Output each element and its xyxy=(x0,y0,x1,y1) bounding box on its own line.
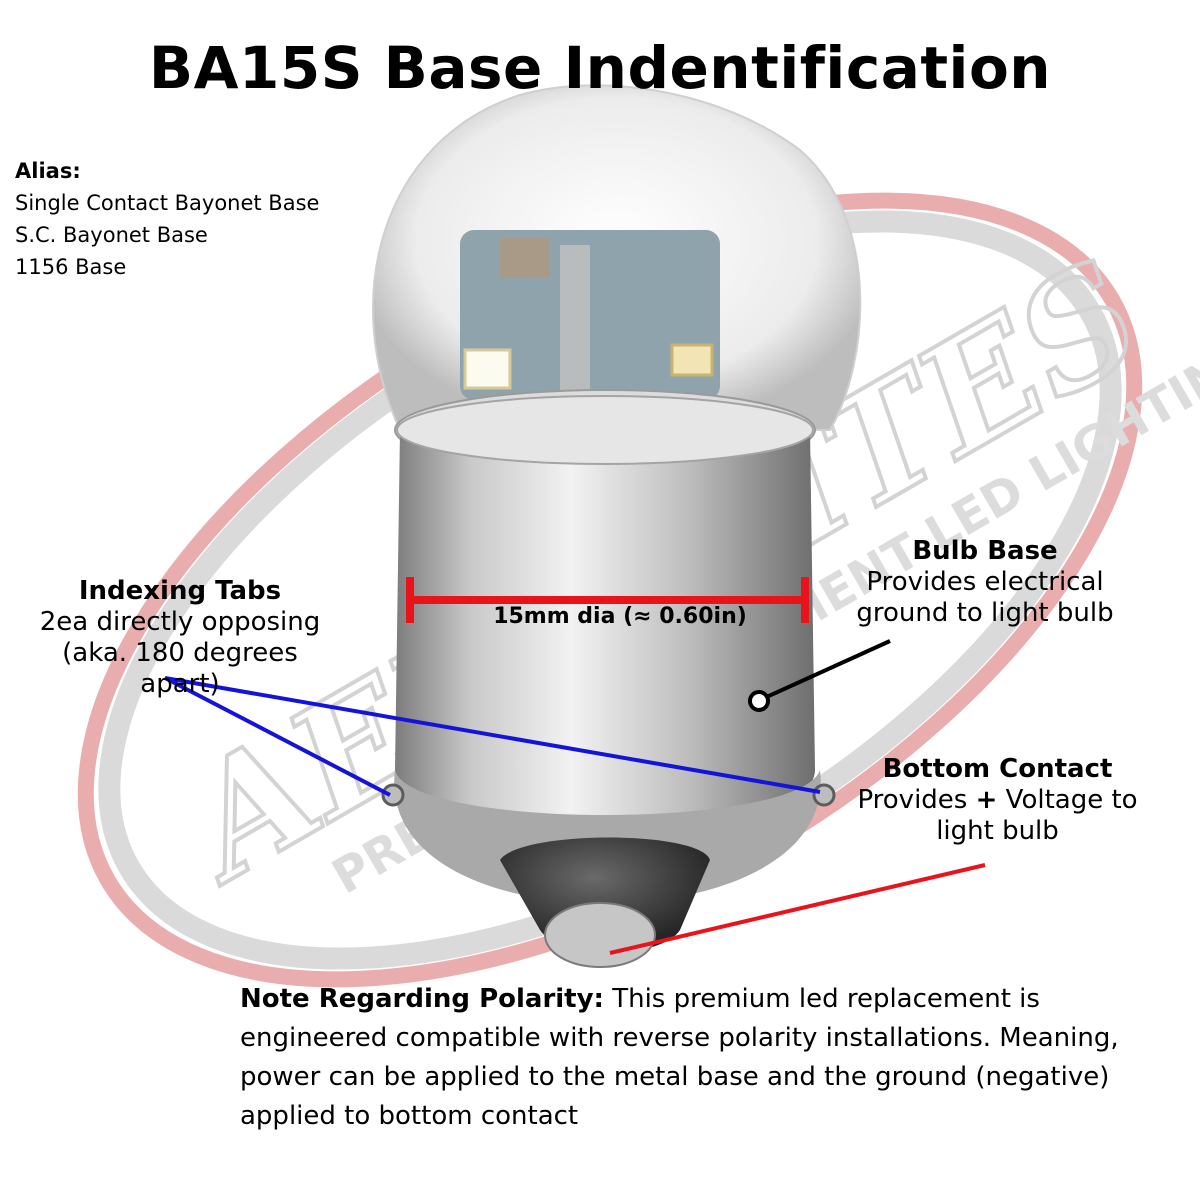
bulb-base-leader xyxy=(748,639,891,712)
polarity-note-text: This premium led replacement is engineer… xyxy=(240,984,1119,1131)
indexing-tab-right xyxy=(812,783,836,807)
indexing-tabs-text: 2ea directly opposing xyxy=(39,607,321,637)
indexing-tabs-heading: Indexing Tabs xyxy=(78,576,282,606)
led-chip xyxy=(560,245,590,395)
led-chip xyxy=(670,343,714,377)
shell-bottom xyxy=(394,770,821,905)
metal-shell xyxy=(395,430,815,830)
bulb-base-text: ground to light bulb xyxy=(856,598,1114,628)
alias-heading: Alias: xyxy=(15,159,81,183)
page-title: BA15S Base Indentification xyxy=(148,34,1052,102)
bottom-contact-text-post: Voltage to xyxy=(997,785,1138,815)
bulb-base-heading: Bulb Base xyxy=(912,536,1058,566)
led-chip xyxy=(463,348,512,390)
bulb-base-leader-line xyxy=(759,639,891,702)
bulb-base-leader-dot xyxy=(748,690,770,712)
alias-item: 1156 Base xyxy=(15,255,127,279)
indexing-tabs-leader xyxy=(164,676,821,797)
alias-item: Single Contact Bayonet Base xyxy=(15,191,320,215)
indexing-tabs-text: (aka. 180 degrees apart) xyxy=(62,638,298,699)
base-rim xyxy=(396,395,814,465)
led-chip xyxy=(500,238,550,278)
bottom-contact-callout: Bottom Contact Provides + Voltage to lig… xyxy=(845,754,1150,847)
leader-to-right-tab xyxy=(164,676,821,794)
bottom-contact-text-pre: Provides xyxy=(857,785,976,815)
bottom-contact-text: light bulb xyxy=(936,816,1059,846)
bulb-base-callout: Bulb Base Provides electrical ground to … xyxy=(840,536,1130,629)
dimension-label: 15mm dia (≈ 0.60in) xyxy=(493,604,747,629)
plus-symbol: + xyxy=(975,785,998,815)
dimension-line xyxy=(406,577,809,623)
polarity-note: Note Regarding Polarity: This premium le… xyxy=(240,980,1140,1136)
bottom-contact-heading: Bottom Contact xyxy=(882,754,1113,784)
contact-solder-tip xyxy=(544,902,656,968)
bulb-photo xyxy=(372,84,862,968)
bulb-base-text: Provides electrical xyxy=(866,567,1104,597)
leader-to-left-tab xyxy=(164,676,391,797)
polarity-note-heading: Note Regarding Polarity: xyxy=(240,984,604,1014)
indexing-tabs-callout: Indexing Tabs 2ea directly opposing (aka… xyxy=(20,576,340,700)
bottom-contact-leader xyxy=(609,863,986,955)
bottom-contact-text: Provides + Voltage to xyxy=(845,785,1150,816)
indexing-tab-left xyxy=(381,783,405,807)
alias-block: Alias: Single Contact Bayonet Base S.C. … xyxy=(15,155,319,283)
alias-item: S.C. Bayonet Base xyxy=(15,223,208,247)
